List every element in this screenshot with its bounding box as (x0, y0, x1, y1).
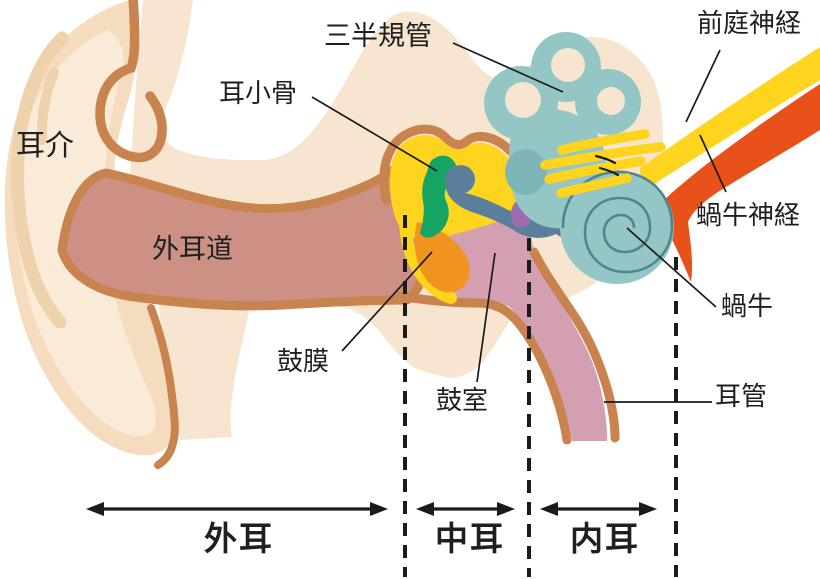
leader-lines (311, 42, 727, 403)
middle-ear-arrowhead-left (416, 502, 434, 516)
loop-1-hole (505, 82, 541, 118)
outer-ear-region-label: 外耳 (204, 519, 274, 558)
region-boundaries (403, 215, 678, 577)
eardrum-leader (341, 251, 433, 352)
nerve-fiber-2 (540, 142, 666, 170)
helix-root-line (95, 0, 167, 163)
nerve-fiber-3 (544, 156, 646, 184)
vestibular-leader (685, 49, 721, 123)
vestibule-shade (505, 149, 547, 195)
cochlear-nerve-band (652, 84, 820, 282)
ear-canal-label: 外耳道 (152, 234, 233, 265)
inner-ear-region-label: 内耳 (570, 519, 640, 558)
tympanic-cavity-and-tube (416, 190, 607, 441)
loop-3-hole (597, 87, 625, 115)
eardrum-yellow-ring (398, 204, 457, 304)
fiber-tick-1 (594, 154, 617, 165)
pinna-fold-shade-2 (36, 67, 59, 145)
measurement-arrows (86, 502, 657, 516)
cochlear-n-leader (699, 134, 727, 193)
tympanic-leader (476, 252, 496, 383)
semicircular-leader (452, 42, 564, 93)
inner-ear-arrowhead-right (639, 502, 657, 516)
ossicles-leader (311, 96, 438, 172)
nerve-fiber-ticks (594, 154, 620, 177)
cochlea-spiral (561, 170, 674, 274)
eustachian-tube-label: 耳管 (715, 382, 768, 412)
inner-ear-arrowhead-left (540, 502, 558, 516)
vestibular-nerve-band (640, 47, 820, 188)
nerves (640, 47, 820, 282)
ossicles-label: 耳小骨 (219, 79, 298, 109)
loop-2-hole (551, 48, 585, 82)
tube-right-wall (529, 247, 620, 443)
tympanic-cavity-label: 鼓室 (436, 386, 489, 416)
cochlea-body (560, 170, 674, 284)
middle-ear-arrowhead-right (497, 502, 515, 516)
outer-ear-arrowhead-right (370, 502, 388, 516)
cochlear-nerve-label: 蝸牛神経 (696, 201, 801, 231)
nerve-fiber-1 (557, 129, 650, 155)
eardrum-orange (414, 222, 470, 293)
nerve-fibers (540, 129, 666, 198)
semicircular-canals-label: 三半規管 (324, 21, 432, 52)
nerve-fiber-4 (556, 173, 632, 198)
outer-ear-arrowhead-left (86, 502, 104, 516)
middle-ear-region-label: 中耳 (435, 519, 505, 558)
cochlea-leader (626, 227, 717, 308)
lobe-crease-line (147, 304, 179, 469)
cochlea-label: 蝸牛 (721, 292, 774, 322)
fiber-tick-2 (598, 166, 620, 177)
pinna-fold-shade (11, 31, 69, 329)
auricle-label: 耳介 (16, 128, 75, 162)
eardrum-label: 鼓膜 (277, 347, 330, 377)
vestibular-nerve-label: 前庭神経 (697, 9, 802, 39)
cochlea-group (560, 170, 674, 284)
